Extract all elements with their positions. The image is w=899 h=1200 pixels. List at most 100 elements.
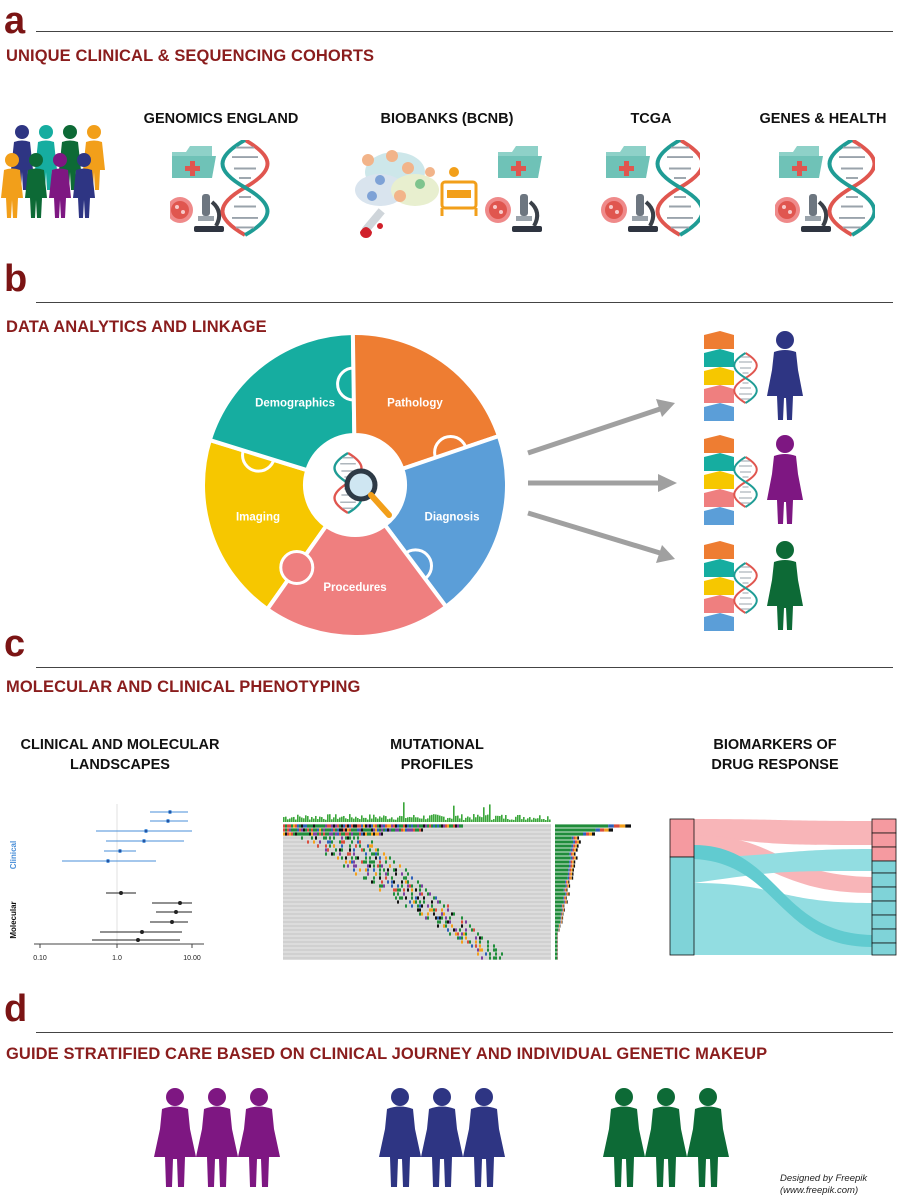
burden-bar — [417, 817, 419, 822]
mutation-cell — [425, 888, 427, 892]
gene-frequency-bar — [625, 824, 631, 828]
gene-frequency-bar — [583, 832, 586, 836]
piece-label-procedures: Procedures — [323, 582, 386, 594]
folder-icon — [498, 146, 542, 178]
mutation-cell — [381, 832, 383, 836]
burden-bar — [441, 816, 443, 822]
mutation-cell — [419, 892, 421, 896]
mutation-cell — [339, 852, 341, 856]
dna-icon — [655, 140, 700, 237]
mutation-cell — [479, 944, 481, 948]
burden-bar — [509, 819, 511, 822]
dna-icon — [220, 140, 270, 237]
mutation-cell — [289, 824, 291, 828]
gene-frequency-bar — [561, 904, 563, 908]
mutation-cell — [459, 936, 461, 940]
gene-frequency-bar — [595, 828, 600, 832]
gene-frequency-bar — [572, 872, 574, 876]
biomarkers-label: BIOMARKERS OF DRUG RESPONSE — [645, 735, 899, 775]
mutation-cell — [357, 856, 359, 860]
mutation-cell — [455, 824, 457, 828]
mutation-cell — [399, 864, 401, 868]
mutation-cell — [435, 896, 437, 900]
mutation-cell — [381, 884, 383, 888]
mutation-cell — [337, 828, 339, 832]
mutation-cell — [431, 824, 433, 828]
gene-frequency-bar — [570, 848, 573, 852]
mutation-cell — [321, 828, 323, 832]
burden-bar — [515, 816, 517, 822]
mutation-cell — [389, 864, 391, 868]
mutation-cell — [451, 924, 453, 928]
mutation-cell — [477, 948, 479, 952]
burden-bar — [539, 815, 541, 822]
burden-bar — [477, 814, 479, 822]
mutation-cell — [413, 824, 415, 828]
mutation-cell — [375, 852, 377, 856]
burden-bar — [295, 819, 297, 822]
burden-bar — [523, 817, 525, 822]
burden-bar — [431, 814, 433, 822]
mutation-cell — [411, 888, 413, 892]
piece-label-imaging: Imaging — [236, 512, 280, 524]
mutation-cell — [397, 892, 399, 896]
mutation-cell — [347, 836, 349, 840]
burden-bar — [459, 818, 461, 822]
gene-frequency-bar — [562, 904, 563, 908]
mutation-cell — [355, 832, 357, 836]
mutation-cell — [335, 848, 337, 852]
freepik-credit: Designed by Freepik (www.freepik.com) — [780, 1173, 867, 1197]
mutation-cell — [475, 944, 477, 948]
mutation-cell — [437, 920, 439, 924]
gene-frequency-bar — [575, 848, 578, 852]
mutation-cell — [329, 844, 331, 848]
mutation-cell — [319, 824, 321, 828]
mutation-cell — [411, 904, 413, 908]
panel-d-divider — [36, 1032, 893, 1033]
gene-frequency-bar — [589, 832, 592, 836]
burden-bar — [453, 805, 455, 822]
puzzle-knob-procedures — [279, 550, 315, 586]
gene-frequency-bar — [572, 868, 574, 872]
mutation-cell — [361, 824, 363, 828]
piece-label-pathology: Pathology — [387, 397, 443, 409]
biomarkers-label-line2: DRUG RESPONSE — [711, 757, 839, 773]
mutation-cell — [291, 832, 293, 836]
mutation-cell — [395, 824, 397, 828]
mutation-cell — [347, 828, 349, 832]
mutation-cell — [331, 852, 333, 856]
panel-a-letter: a — [4, 0, 26, 42]
mutation-cell — [373, 868, 375, 872]
mutation-cell — [457, 932, 459, 936]
panel-d-letter: d — [4, 988, 28, 1030]
burden-bar — [483, 807, 485, 822]
mutational-label-line1: MUTATIONAL — [390, 737, 484, 753]
mutation-cell — [353, 852, 355, 856]
mutation-cell — [419, 900, 421, 904]
panel-b-letter: b — [4, 258, 28, 300]
gene-frequency-bar — [567, 892, 569, 896]
mutation-cell — [461, 924, 463, 928]
burden-bar — [469, 817, 471, 822]
burden-bar — [425, 819, 427, 822]
mutation-cell — [363, 860, 365, 864]
mutation-cell — [367, 864, 369, 868]
mutation-cell — [317, 828, 319, 832]
mutation-cell — [441, 912, 443, 916]
burden-bar — [335, 814, 337, 822]
mutation-cell — [329, 828, 331, 832]
mutation-cell — [335, 828, 337, 832]
mutation-cell — [287, 824, 289, 828]
mutation-cell — [333, 824, 335, 828]
mutation-cell — [383, 884, 385, 888]
mutation-cell — [357, 836, 359, 840]
mutation-cell — [305, 828, 307, 832]
mutation-cell — [379, 860, 381, 864]
burden-bar — [525, 819, 527, 822]
burden-bar — [471, 819, 473, 822]
burden-bar — [421, 818, 423, 822]
mutation-cell — [353, 864, 355, 868]
mutation-cell — [403, 888, 405, 892]
mutation-cell — [309, 824, 311, 828]
mutation-cell — [367, 832, 369, 836]
